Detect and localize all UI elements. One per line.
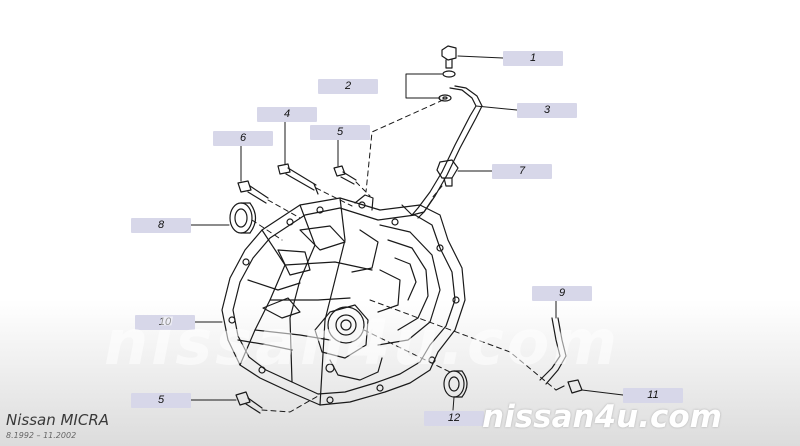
breather-washer-lower [438,94,452,102]
assembly-lines [251,99,557,413]
callout-7[interactable]: 7 [492,164,552,179]
bolt-part-5-lower [235,391,263,414]
breather-washer-upper [442,70,456,78]
callout-8[interactable]: 8 [131,218,191,233]
callout-11[interactable]: 11 [623,388,683,403]
oil-seal-part-8 [229,202,257,234]
footer-fade [0,300,800,446]
tube-part-9 [539,317,567,385]
bolt-part-5-upper [333,165,357,185]
callout-1[interactable]: 1 [503,51,563,66]
vehicle-years: 8.1992 – 11.2002 [6,431,77,440]
callout-3[interactable]: 3 [517,103,577,118]
watermark-large: nissan4u.com [104,306,620,379]
callout-9[interactable]: 9 [532,286,592,301]
banjo-bolt-part-11 [555,379,583,394]
callout-12[interactable]: 12 [424,411,484,426]
bolt-part-4 [277,163,319,195]
callout-10[interactable]: 10 [135,315,195,330]
watermark-footer: nissan4u.com [482,399,722,435]
callout-2[interactable]: 2 [318,79,378,94]
callout-5-upper[interactable]: 5 [310,125,370,140]
breather-pipe-part [401,85,483,219]
vehicle-model: Nissan MICRA [6,411,110,429]
bolt-part-6 [237,180,269,204]
callout-6[interactable]: 6 [213,131,273,146]
callout-5-lower[interactable]: 5 [131,393,191,408]
callout-4[interactable]: 4 [257,107,317,122]
breather-cap-part [441,45,457,69]
sensor-part-7 [436,159,459,187]
oil-seal-part-12 [443,370,468,398]
transmission-case-part [221,194,466,406]
